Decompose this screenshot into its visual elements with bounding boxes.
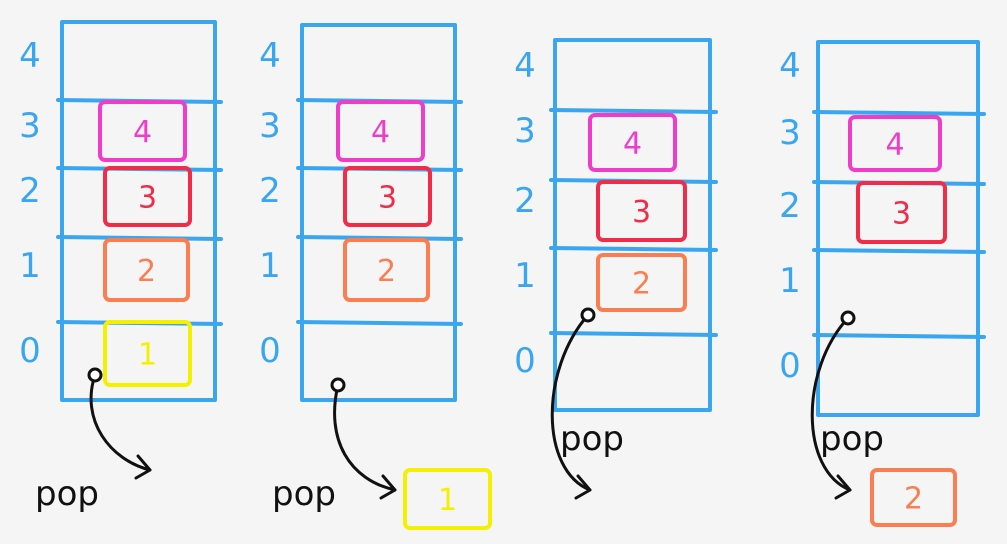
stack-outline <box>816 40 980 417</box>
pop-label: pop <box>35 474 99 514</box>
stack-item-value: 2 <box>137 254 156 289</box>
popped-item-value: 2 <box>904 482 923 517</box>
top-pointer-icon <box>580 307 596 323</box>
stack-item-box <box>588 113 677 172</box>
slot-index-label: 0 <box>779 346 801 386</box>
pop-label: pop <box>560 419 624 459</box>
slot-index-label: 0 <box>514 341 536 381</box>
slot-divider <box>549 108 718 114</box>
stack-item-box <box>596 180 687 242</box>
stack-outline <box>60 20 217 402</box>
slot-index-label: 1 <box>779 261 801 301</box>
stack-item-box <box>343 166 432 227</box>
pop-arrow-curve <box>89 373 152 472</box>
stack-item-value: 3 <box>892 197 911 232</box>
pop-arrow-curve <box>333 383 397 492</box>
pop-label: pop <box>820 419 884 459</box>
slot-index-label: 2 <box>259 171 281 211</box>
stack-item-box <box>103 166 192 227</box>
slot-index-label: 4 <box>19 36 41 76</box>
stack-item-value: 4 <box>623 127 642 162</box>
popped-item-box <box>403 468 492 530</box>
stack-item-value: 3 <box>378 181 397 216</box>
popped-item-box <box>870 468 957 527</box>
slot-divider <box>812 248 986 254</box>
stack-panel-1: 4 3 2 1 0 4 3 2 1 pop <box>19 20 223 514</box>
stack-item-value: 2 <box>632 267 651 302</box>
slot-index-label: 3 <box>779 113 801 153</box>
slot-index-label: 3 <box>19 106 41 146</box>
top-pointer-icon <box>87 367 103 383</box>
pop-arrow-curve <box>550 313 592 492</box>
slot-index-label: 4 <box>779 46 801 86</box>
slot-index-label: 3 <box>259 106 281 146</box>
slot-divider <box>296 320 463 326</box>
arrowhead-icon <box>134 454 152 480</box>
pop-arrow-curve <box>810 316 852 492</box>
slot-index-label: 3 <box>514 111 536 151</box>
stack-item-box <box>856 181 947 244</box>
slot-index-label: 0 <box>19 331 41 371</box>
slot-index-label: 2 <box>779 186 801 226</box>
stack-outline <box>553 38 712 412</box>
stack-item-box <box>336 100 425 162</box>
slot-divider <box>812 110 986 116</box>
stack-item-box <box>103 320 192 387</box>
arrowhead-icon <box>574 474 592 500</box>
slot-index-label: 2 <box>514 181 536 221</box>
slot-divider <box>812 333 986 339</box>
slot-index-label: 4 <box>259 36 281 76</box>
stack-item-value: 4 <box>371 115 390 150</box>
slot-divider <box>549 246 718 252</box>
stack-item-box <box>103 238 190 302</box>
stack-item-box <box>848 115 942 172</box>
arrowhead-icon <box>379 474 397 500</box>
stack-panel-3: 4 3 2 1 0 4 3 2 pop <box>514 38 718 500</box>
stack-item-value: 4 <box>133 115 152 150</box>
stack-panel-4: 4 3 2 1 0 4 3 pop 2 <box>779 40 986 527</box>
stack-item-value: 3 <box>138 181 157 216</box>
slot-index-label: 0 <box>259 331 281 371</box>
slot-divider <box>549 331 718 337</box>
stack-panel-2: 4 3 2 1 0 4 3 2 pop 1 <box>259 23 492 530</box>
arrowhead-icon <box>834 474 852 500</box>
top-pointer-icon <box>840 310 856 326</box>
slot-index-label: 2 <box>19 171 41 211</box>
stack-item-value: 1 <box>138 338 157 373</box>
slot-index-label: 4 <box>514 46 536 86</box>
stack-item-value: 4 <box>885 128 904 163</box>
pop-label: pop <box>272 474 336 514</box>
slot-index-label: 1 <box>514 256 536 296</box>
stack-item-box <box>343 238 430 302</box>
slot-index-label: 1 <box>259 246 281 286</box>
stack-item-box <box>98 100 187 162</box>
stack-item-box <box>596 253 687 312</box>
top-pointer-icon <box>330 377 346 393</box>
stack-item-value: 3 <box>632 195 651 230</box>
stack-item-value: 2 <box>377 254 396 289</box>
stack-outline <box>300 23 457 402</box>
popped-item-value: 1 <box>438 483 457 518</box>
slot-index-label: 1 <box>19 246 41 286</box>
